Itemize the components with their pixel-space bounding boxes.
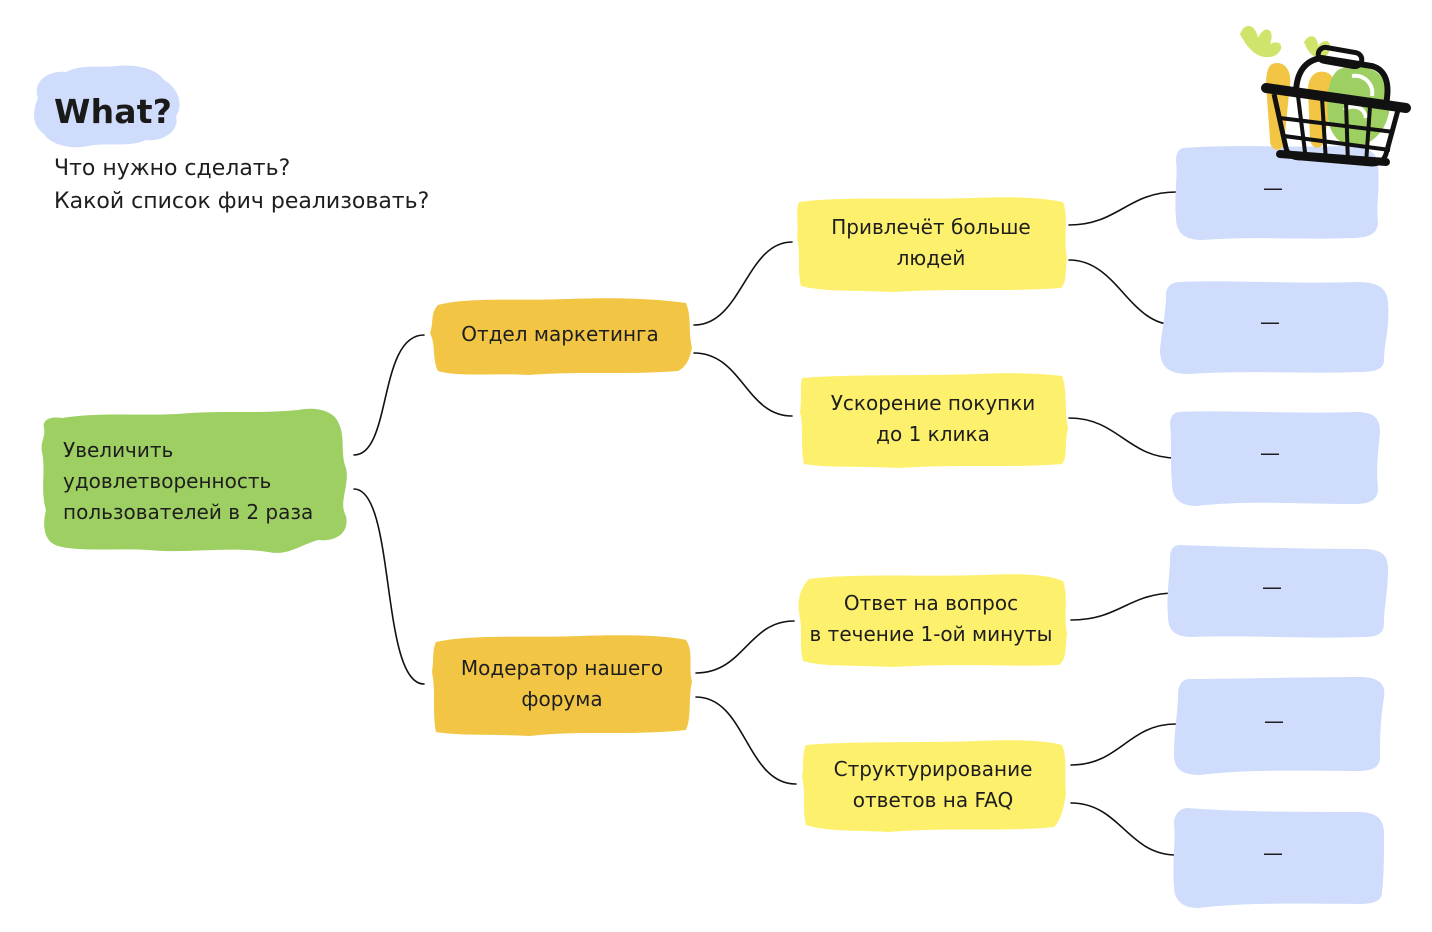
connector-faq-leaf5: [1070, 723, 1177, 766]
leaf-node-shape: [1166, 408, 1382, 506]
branch-node-label: Отдел маркетинга: [461, 321, 659, 346]
leaf-node-shape: [1170, 675, 1386, 775]
branch-node-shape: [428, 293, 692, 375]
subtitle: Что нужно сделать? Какой список фич реал…: [54, 152, 429, 218]
subbranch-node-shape: [798, 737, 1068, 832]
branch-node-shape: [430, 632, 694, 736]
leaf-node[interactable]: —: [1162, 543, 1390, 639]
subbranch-node-label: Привлечёт больше людей: [831, 215, 1031, 270]
branch-node-label: Модератор нашего форума: [460, 656, 664, 711]
root-node-label: Увеличить удовлетворенность пользователе…: [63, 437, 314, 524]
subbranch-node-attract[interactable]: Привлечёт больше людей: [793, 194, 1069, 292]
subbranch-node-label: Структурирование ответов на FAQ: [833, 756, 1033, 812]
leaf-node-label: —: [1263, 840, 1283, 865]
connector-faq-leaf6: [1070, 802, 1177, 856]
shopping-basket-with-vegetables-icon: [1226, 14, 1416, 174]
page-title: What?: [54, 92, 173, 131]
connector-marketing-checkout: [693, 352, 793, 417]
connector-attract-leaf1: [1068, 191, 1177, 226]
leaf-node-label: —: [1260, 440, 1280, 465]
root-node-shape: [38, 406, 350, 556]
connector-root-marketing: [353, 334, 425, 456]
subbranch-node-checkout[interactable]: Ускорение покупки до 1 клика: [798, 370, 1068, 468]
subbranch-node-faq[interactable]: Структурирование ответов на FAQ: [798, 737, 1068, 832]
connector-forum-answer: [695, 620, 795, 674]
leaf-node[interactable]: —: [1168, 806, 1386, 908]
subbranch-node-shape: [793, 571, 1069, 667]
leaf-node-shape: [1162, 543, 1390, 639]
leaf-node[interactable]: —: [1170, 675, 1386, 775]
connector-root-forum: [353, 488, 425, 685]
leaf-node[interactable]: —: [1172, 144, 1382, 240]
leaf-node[interactable]: —: [1158, 278, 1390, 374]
connector-forum-faq: [695, 696, 797, 785]
subbranch-node-shape: [793, 194, 1069, 292]
connector-checkout-leaf3: [1068, 417, 1177, 459]
subbranch-node-answer[interactable]: Ответ на вопрос в течение 1-ой минуты: [793, 571, 1069, 667]
leaf-node-label: —: [1262, 574, 1282, 599]
branch-node-marketing[interactable]: Отдел маркетинга: [428, 293, 692, 375]
root-node[interactable]: Увеличить удовлетворенность пользователе…: [38, 406, 350, 556]
leaf-node-shape: [1172, 144, 1382, 240]
subbranch-node-label: Ускорение покупки до 1 клика: [830, 391, 1036, 446]
subbranch-node-shape: [798, 370, 1068, 468]
leaf-node-label: —: [1263, 175, 1283, 200]
leaf-node[interactable]: —: [1166, 408, 1382, 506]
subtitle-line: Что нужно сделать?: [54, 156, 291, 181]
leaf-node-shape: [1168, 806, 1386, 908]
connector-answer-leaf4: [1070, 592, 1177, 621]
leaf-node-label: —: [1264, 708, 1284, 733]
connector-marketing-attract: [693, 241, 793, 326]
branch-node-forum[interactable]: Модератор нашего форума: [430, 632, 694, 736]
title-blob-shape: [34, 65, 180, 148]
subtitle-line: Какой список фич реализовать?: [54, 189, 430, 214]
title-blob: What?: [30, 62, 182, 150]
subbranch-node-label: Ответ на вопрос в течение 1-ой минуты: [809, 591, 1053, 646]
leaf-node-label: —: [1260, 309, 1280, 334]
leaf-node-shape: [1158, 278, 1390, 374]
